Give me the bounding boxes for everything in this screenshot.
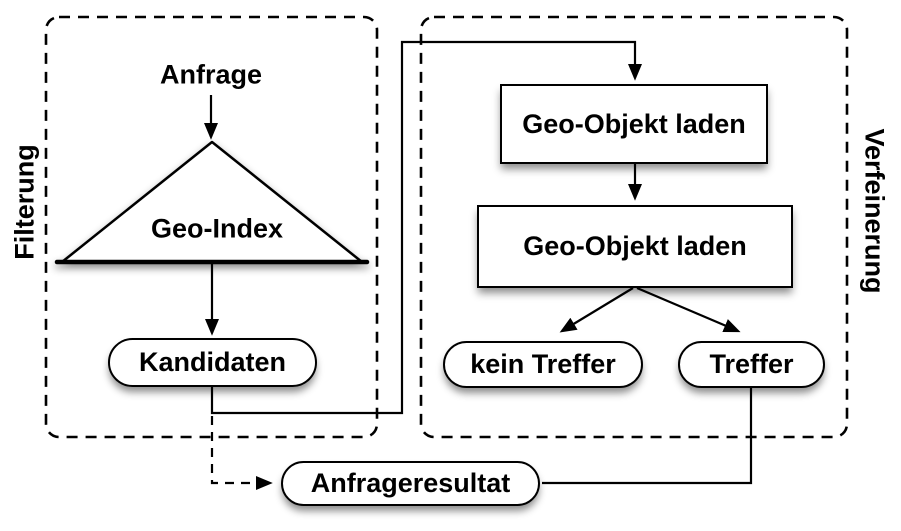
- edge-geoobjekt2-to-treffer: [636, 286, 741, 333]
- verfeinerung-section-label: Verfeinerung: [859, 128, 890, 294]
- node-kandidaten-label: Kandidaten: [138, 347, 286, 377]
- node-treffer: Treffer: [678, 341, 825, 388]
- node-kein-treffer-label: kein Treffer: [470, 349, 616, 379]
- geo-index-label: Geo-Index: [150, 213, 284, 244]
- edge-geoobjekt2-to-keintreffer: [559, 287, 634, 333]
- node-geo-objekt-laden-1-label: Geo-Objekt laden: [522, 108, 746, 139]
- verfeinerung-dashed-box: [419, 15, 849, 439]
- node-kandidaten: Kandidaten: [108, 338, 317, 387]
- node-anfrageresultat-label: Anfrageresultat: [310, 468, 511, 498]
- geo-index-triangle: [54, 140, 370, 265]
- filterung-section-label: Filterung: [9, 144, 40, 260]
- edge-kandidaten-to-anfrageresultat: [210, 416, 273, 490]
- connectors: [204, 40, 753, 490]
- node-anfrageresultat: Anfrageresultat: [281, 461, 540, 506]
- node-geo-objekt-laden-1: Geo-Objekt laden: [500, 84, 768, 164]
- anfrage-label: Anfrage: [159, 59, 263, 90]
- filterung-dashed-box: [44, 15, 379, 439]
- edge-kandidaten-to-geoobjekt1: [210, 40, 642, 415]
- node-geo-objekt-laden-2: Geo-Objekt laden: [477, 205, 793, 288]
- node-treffer-label: Treffer: [709, 349, 794, 379]
- node-kein-treffer: kein Treffer: [443, 341, 643, 388]
- edge-treffer-to-anfrageresultat: [542, 387, 753, 485]
- node-geo-objekt-laden-2-label: Geo-Objekt laden: [523, 231, 747, 261]
